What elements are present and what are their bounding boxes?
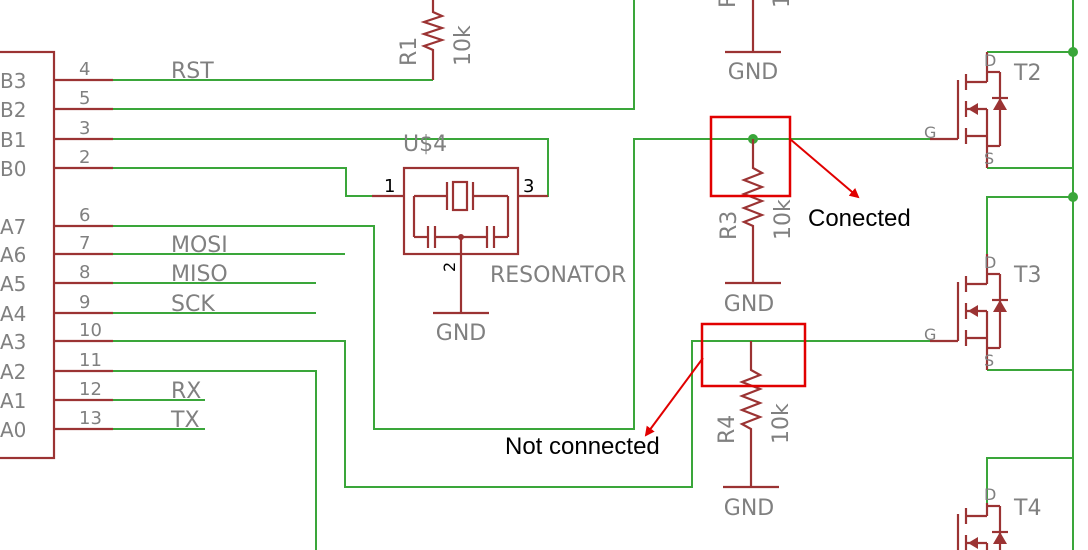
mcu-pin-port-label: B2: [0, 98, 26, 122]
mosfet-t2: D G S T2: [924, 51, 1041, 168]
resistor-r3-name: R3: [717, 211, 742, 240]
annotation-not-connected: Not connected: [505, 322, 807, 460]
wire-pin6: [113, 138, 930, 430]
mcu-pin-number: 6: [79, 205, 90, 226]
mcu-pin-number: 3: [79, 118, 90, 139]
wire-pin11: [113, 370, 317, 550]
annotation-connected: Conected: [709, 115, 911, 232]
mcu-pin-number: 5: [79, 88, 90, 109]
resistor-r4-value: 10k: [769, 403, 794, 444]
mcu-pin-number: 2: [79, 147, 90, 168]
mcu-pin-number: 11: [79, 350, 102, 371]
mosfet-t4-drain: D: [984, 485, 996, 504]
annotation-connected-label: Conected: [808, 205, 911, 232]
annotation-connected-box: [709, 115, 792, 198]
resonator-u4: GND U$4 RESONATOR 1 3 2: [372, 132, 626, 346]
mosfet-t2-source: S: [984, 149, 994, 168]
resistor-top-value: 1: [770, 0, 795, 8]
mcu-pin-number: 10: [79, 320, 102, 341]
annotation-not-connected-arrow: [644, 357, 704, 437]
wire-pin5: [113, 0, 635, 110]
junction-rail-t2: [1068, 47, 1078, 57]
resistor-r1-name: R1: [397, 37, 422, 66]
mosfet-t4: D T4: [956, 485, 1041, 550]
wires: [113, 0, 1074, 550]
mcu-pin-port-label: A3: [0, 330, 26, 354]
mosfet-t3-gate: G: [924, 325, 936, 344]
mcu-pin-port-label: A6: [0, 243, 26, 267]
mcu-pin-port-label: A2: [0, 360, 26, 384]
annotation-not-connected-label: Not connected: [505, 433, 660, 460]
mcu-pin-port-label: A5: [0, 272, 26, 296]
mcu-pin-port-label: A1: [0, 389, 26, 413]
mcu-pin-port-label: B1: [0, 128, 26, 152]
resonator-ref: U$4: [403, 132, 447, 157]
mcu-pin-number: 9: [79, 292, 90, 313]
mcu-pin-port-label: A7: [0, 215, 26, 239]
mcu-pin-port-label: A0: [0, 418, 26, 442]
mosfet-t3: D G S T3: [924, 253, 1041, 370]
gnd-r3-label: GND: [724, 292, 774, 317]
mosfet-t3-drain: D: [984, 253, 996, 272]
mcu-pin-port-label: B3: [0, 69, 26, 93]
wire-pin2: [113, 167, 372, 197]
annotation-connected-arrow: [789, 138, 860, 199]
resistor-top-partial: R 1 GND: [716, 0, 795, 85]
annotation-not-connected-box: [700, 322, 807, 388]
mcu-pin-port-label: B0: [0, 157, 26, 181]
mosfet-t2-drain: D: [984, 51, 996, 70]
resistor-r4: R4 10k GND: [715, 341, 794, 521]
resistor-r4-name: R4: [715, 415, 740, 444]
mosfet-t3-source: S: [984, 351, 994, 370]
junction-rail-t3: [1068, 192, 1078, 202]
resonator-name: RESONATOR: [490, 263, 626, 288]
mosfet-t3-name: T3: [1013, 263, 1041, 288]
resonator-pin1: 1: [384, 176, 395, 197]
resistor-r3-value: 10k: [771, 199, 796, 240]
resistor-r1: R1 10k: [397, 0, 476, 80]
wire-pin10: [113, 340, 930, 488]
mcu-pin-number: 8: [79, 262, 90, 283]
resonator-pin3: 3: [523, 176, 534, 197]
mcu-pin-port-label: A4: [0, 302, 26, 326]
mosfet-t2-name: T2: [1013, 61, 1041, 86]
mcu-pin-number: 7: [79, 233, 90, 254]
resistor-r3-zigzag: [740, 139, 766, 283]
wire-t3-drain: [986, 196, 1073, 254]
gnd-r4-label: GND: [724, 496, 774, 521]
resistor-r3: R3 10k GND: [717, 139, 796, 317]
gnd-top-label: GND: [728, 60, 778, 85]
resistor-r1-zigzag: [420, 0, 446, 80]
resistor-r4-zigzag: [738, 341, 764, 487]
resonator-pin2: 2: [440, 262, 459, 272]
mcu-pin-number: 12: [79, 379, 102, 400]
mosfet-t2-gate: G: [924, 123, 936, 142]
mcu-pin-number: 13: [79, 408, 102, 429]
gnd-resonator-label: GND: [436, 321, 486, 346]
resistor-top-name: R: [716, 0, 741, 8]
resistor-r1-value: 10k: [451, 25, 476, 66]
mosfet-t4-name: T4: [1013, 496, 1041, 521]
wire-t4-drain: [986, 457, 1073, 503]
mcu-pin-number: 4: [79, 59, 90, 80]
